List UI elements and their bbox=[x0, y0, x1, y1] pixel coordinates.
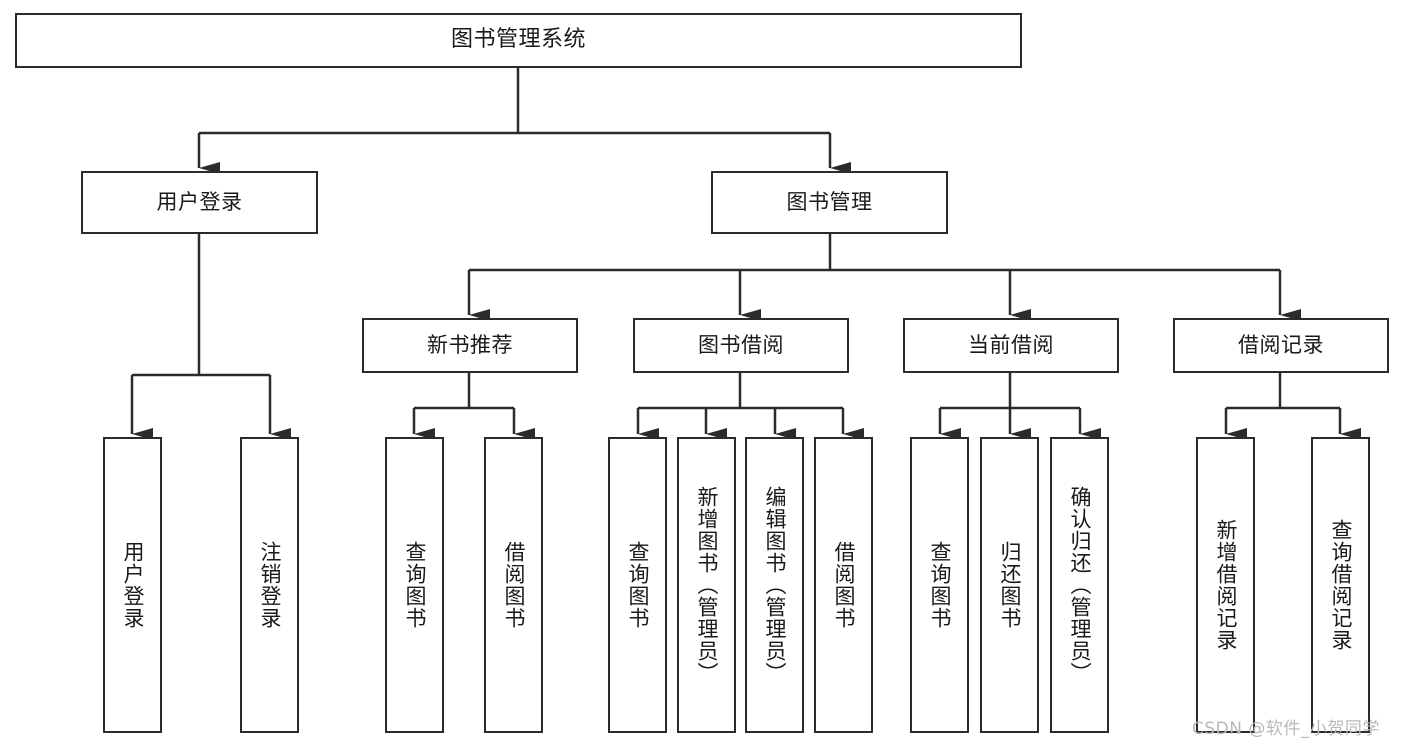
leaf-label: 注销登录 bbox=[257, 541, 282, 629]
leaf-label: 查询借阅记录 bbox=[1328, 519, 1353, 651]
node-borrow-record[interactable]: 借阅记录 bbox=[1173, 318, 1389, 373]
leaf-label: 用户登录 bbox=[120, 541, 145, 629]
node-current-borrow[interactable]: 当前借阅 bbox=[903, 318, 1119, 373]
leaf-query-book-borrow[interactable]: 查询图书 bbox=[608, 437, 667, 733]
node-book-borrow[interactable]: 图书借阅 bbox=[633, 318, 849, 373]
node-new-book-recommend[interactable]: 新书推荐 bbox=[362, 318, 578, 373]
leaf-borrow-book-recommend[interactable]: 借阅图书 bbox=[484, 437, 543, 733]
node-book-manage[interactable]: 图书管理 bbox=[711, 171, 948, 234]
leaf-label: 借阅图书 bbox=[831, 541, 856, 629]
leaf-borrow-book[interactable]: 借阅图书 bbox=[814, 437, 873, 733]
leaf-label: 查询图书 bbox=[625, 541, 650, 629]
leaf-query-book-recommend[interactable]: 查询图书 bbox=[385, 437, 444, 733]
leaf-label: 确认归还（管理员） bbox=[1067, 486, 1092, 684]
csdn-watermark: CSDN @软件_小贺同学 bbox=[1192, 719, 1380, 739]
node-root-system[interactable]: 图书管理系统 bbox=[15, 13, 1022, 68]
leaf-label: 查询图书 bbox=[927, 541, 952, 629]
leaf-label: 新增借阅记录 bbox=[1213, 519, 1238, 651]
leaf-confirm-return-admin[interactable]: 确认归还（管理员） bbox=[1050, 437, 1109, 733]
leaf-query-borrow-record[interactable]: 查询借阅记录 bbox=[1311, 437, 1370, 733]
leaf-user-login[interactable]: 用户登录 bbox=[103, 437, 162, 733]
leaf-label: 归还图书 bbox=[997, 541, 1022, 629]
node-user-login[interactable]: 用户登录 bbox=[81, 171, 318, 234]
leaf-add-book-admin[interactable]: 新增图书（管理员） bbox=[677, 437, 736, 733]
leaf-edit-book-admin[interactable]: 编辑图书（管理员） bbox=[745, 437, 804, 733]
leaf-query-book-current[interactable]: 查询图书 bbox=[910, 437, 969, 733]
leaf-add-borrow-record[interactable]: 新增借阅记录 bbox=[1196, 437, 1255, 733]
leaf-label: 查询图书 bbox=[402, 541, 427, 629]
leaf-return-book[interactable]: 归还图书 bbox=[980, 437, 1039, 733]
leaf-logout-login[interactable]: 注销登录 bbox=[240, 437, 299, 733]
leaf-label: 借阅图书 bbox=[501, 541, 526, 629]
leaf-label: 编辑图书（管理员） bbox=[762, 486, 787, 684]
leaf-label: 新增图书（管理员） bbox=[694, 486, 719, 684]
